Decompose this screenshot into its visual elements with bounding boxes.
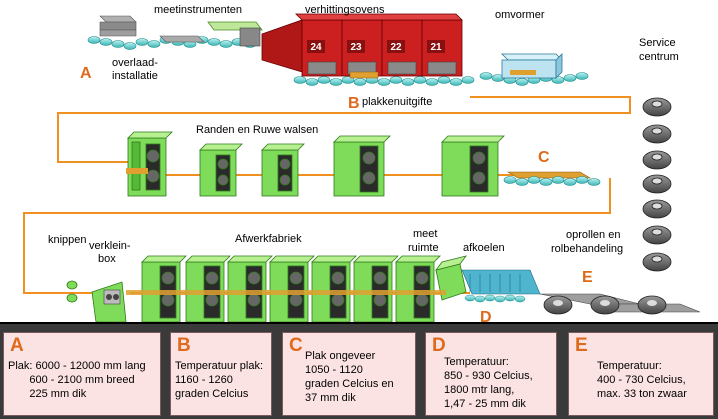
steel-mill-diagram: 24 23 22 21 (23, 4, 701, 322)
finishing-stand (353, 255, 399, 322)
strip (126, 290, 446, 295)
legend-c-line-1: Plak ongeveer (305, 350, 376, 362)
furnace-21: 21 (421, 19, 463, 77)
label-meetinstrumenten: meetinstrumenten (154, 4, 242, 16)
label-plakkenuitgifte: plakkenuitgifte (362, 96, 432, 108)
legend-c-line-3: graden Celcius en (305, 378, 394, 390)
roughing-stand (127, 131, 173, 197)
label-verhittingsovens: verhittingsovens (305, 4, 385, 16)
finishing-stand (141, 255, 187, 322)
legend-d-line-1: Temperatuur: (444, 356, 509, 368)
svg-text:24: 24 (310, 42, 322, 53)
furnace-23: 23 (341, 19, 383, 77)
legend-b-line-2: 1160 - 1260 (175, 374, 233, 386)
coil-stack (642, 97, 672, 272)
roughing-stand (199, 143, 243, 197)
roller-table-middle (503, 176, 601, 186)
measuring-instruments (159, 21, 263, 47)
label-service-2: centrum (639, 51, 679, 63)
legend-box-d: D Temperatuur: 850 - 930 Celcius, 1800 m… (425, 332, 557, 416)
label-verklein-2: box (98, 253, 116, 265)
legend-d-line-3: 1800 mtr lang, (444, 384, 515, 396)
legend-e-line-1: Temperatuur: (597, 360, 662, 372)
finishing-stand (311, 255, 357, 322)
label-service-1: Service (639, 37, 676, 49)
legend-panel: A Plak: 6000 - 12000 mm lang 600 - 2100 … (0, 322, 718, 419)
legend-letter-a: A (10, 335, 24, 356)
label-knippen: knippen (48, 234, 87, 246)
coilers (539, 293, 701, 315)
transfer-bar (126, 168, 592, 179)
legend-box-b: B Temperatuur plak: 1160 - 1260 graden C… (170, 332, 272, 416)
label-omvormer: omvormer (495, 9, 545, 21)
finishing-stand (185, 255, 231, 322)
finishing-stands (141, 255, 441, 322)
label-overlaad-1: overlaad- (112, 57, 158, 69)
svg-text:22: 22 (390, 42, 402, 53)
roughing-stands (127, 131, 505, 197)
svg-text:21: 21 (430, 42, 442, 53)
legend-box-e: E Temperatuur: 400 - 730 Celcius, max. 3… (568, 332, 714, 416)
legend-letter-c: C (289, 335, 303, 356)
furnace-22: 22 (381, 19, 423, 77)
svg-text:23: 23 (350, 42, 362, 53)
label-overlaad-2: installatie (112, 70, 158, 82)
legend-box-c: C Plak ongeveer 1050 - 1120 graden Celci… (282, 332, 416, 416)
legend-c-line-4: 37 mm dik (305, 392, 356, 404)
legend-letter-e: E (575, 335, 588, 356)
legend-letter-b: B (177, 335, 191, 356)
label-randen: Randen en Ruwe walsen (196, 124, 318, 136)
legend-b-line-3: graden Celcius (175, 388, 249, 400)
legend-a-line-1: Plak: 6000 - 12000 mm lang (8, 360, 146, 372)
finishing-stand (395, 255, 441, 322)
legend-c-line-2: 1050 - 1120 (305, 364, 363, 376)
cooling-section (461, 269, 541, 303)
roughing-stand (441, 135, 505, 197)
roughing-stand (261, 143, 305, 197)
legend-d-line-2: 850 - 930 Celcius, (444, 370, 533, 382)
label-meet-2: ruimte (408, 242, 439, 254)
label-oprollen-1: oprollen en (566, 229, 620, 241)
finishing-stand (269, 255, 315, 322)
legend-a-line-3: 225 mm dik (8, 388, 87, 400)
legend-letter-d: D (432, 335, 446, 356)
legend-d-line-4: 1,47 - 25 mm dik (444, 398, 526, 410)
reheating-furnaces: 24 23 22 21 (261, 13, 463, 79)
roughing-stand (333, 135, 391, 197)
marker-d: D (480, 309, 492, 322)
legend-a-line-2: 600 - 2100 mm breed (8, 374, 135, 386)
legend-box-a: A Plak: 6000 - 12000 mm lang 600 - 2100 … (3, 332, 161, 416)
marker-c: C (538, 149, 550, 166)
shears (66, 280, 78, 303)
marker-b: B (348, 95, 360, 112)
coil-box (91, 281, 127, 322)
furnace-24: 24 (301, 19, 343, 77)
marker-e: E (582, 269, 593, 286)
marker-a: A (80, 65, 92, 82)
label-verklein-1: verklein- (89, 240, 131, 252)
label-afwerk: Afwerkfabriek (235, 233, 302, 245)
slab-stack (99, 15, 137, 37)
legend-e-line-2: 400 - 730 Celcius, (597, 374, 686, 386)
legend-b-line-1: Temperatuur plak: (175, 360, 264, 372)
converter (501, 53, 563, 79)
label-meet-1: meet (413, 228, 437, 240)
label-afkoelen: afkoelen (463, 242, 505, 254)
label-oprollen-2: rolbehandeling (551, 243, 623, 255)
finishing-stand (227, 255, 273, 322)
legend-e-line-3: max. 33 ton zwaar (597, 388, 687, 400)
